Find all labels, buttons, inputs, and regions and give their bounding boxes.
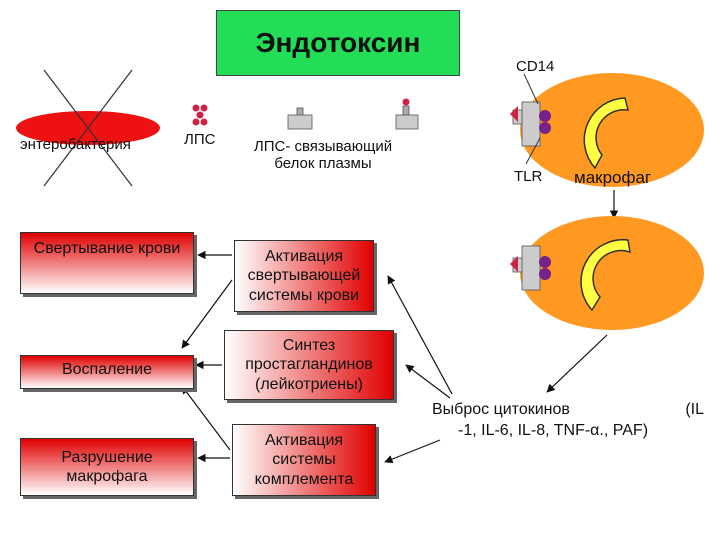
title: Эндотоксин [255, 27, 421, 58]
label-lps: ЛПС [184, 131, 216, 148]
effect-coagulation-text: Свертывание крови [33, 240, 181, 257]
cytokine-line1-right: (IL [685, 401, 704, 418]
cytokine-release-text: Выброс цитокинов (IL -1, IL-6, IL-8, TNF… [432, 400, 704, 442]
effect-destruction-line1: Разрушение [61, 448, 153, 466]
effect-destruction-line2: макрофага [66, 468, 148, 485]
mechanism-prostaglandin-synthesis: Синтез простагландинов (лейкотриены) [224, 330, 394, 400]
mechanism-complement-line3: комплемента [254, 470, 354, 488]
mechanism-complement-activation: Активация системы комплемента [232, 424, 376, 496]
mechanism-prostaglandin-line2: простагландинов [245, 356, 373, 374]
mechanism-coagulation-activation: Активация свертывающей системы крови [234, 240, 374, 312]
arrow-m3-inflammation [181, 385, 231, 451]
cd14-pointer [523, 73, 539, 105]
label-macrophage: макрофаг [574, 168, 652, 187]
mechanism-prostaglandin-line3: (лейкотриены) [255, 375, 363, 393]
label-cd14: CD14 [516, 58, 555, 75]
arrow-to-complement-activation [384, 439, 441, 464]
label-enterobacteria: энтеробактерия [20, 136, 131, 153]
mechanism-complement-line2: системы [272, 451, 336, 469]
mechanism-prostaglandin-line1: Синтез [282, 337, 336, 355]
arrow-cytokine-release [546, 334, 608, 393]
effect-destruction: Разрушение макрофага [20, 438, 194, 496]
label-lbp-line1: ЛПС- связывающий [253, 138, 393, 155]
arrow-to-coagulation-activation [387, 275, 453, 395]
macrophage-nucleus-1 [583, 97, 629, 170]
cytokine-line2: -1, IL-6, IL-8, TNF-α., PAF) [458, 421, 649, 439]
mechanism-coagulation-line2: свертывающей [247, 267, 361, 285]
cd14-tlr-receptor-2 [510, 245, 551, 291]
cross-line-2 [43, 69, 133, 187]
tlr-pointer [525, 137, 541, 165]
lbp-lps-complex-icon [395, 98, 419, 130]
macrophage-cell-1 [520, 73, 704, 187]
cytokine-line1: Выброс цитокинов (IL [432, 400, 704, 421]
effect-inflammation-text: Воспаление [61, 361, 153, 378]
lbp-protein-icon [287, 107, 313, 130]
cd14-tlr-receptor-1 [510, 101, 551, 147]
label-tlr: TLR [514, 168, 543, 185]
effect-inflammation: Воспаление [20, 355, 194, 389]
title-box: Эндотоксин [216, 10, 460, 76]
mechanism-complement-line1: Активация [264, 432, 344, 450]
mechanism-coagulation-line1: Активация [264, 248, 344, 266]
arrow-to-prostaglandin-synthesis [405, 364, 451, 399]
label-lbp: ЛПС- связывающий белок плазмы [238, 138, 408, 172]
label-lbp-line2: белок плазмы [274, 155, 372, 172]
arrow-m1-inflammation [181, 279, 233, 349]
cytokine-line1-left: Выброс цитокинов [432, 401, 570, 418]
macrophage-cell-2 [520, 216, 704, 330]
lps-icon [192, 104, 208, 126]
mechanism-coagulation-line3: системы крови [248, 286, 360, 304]
macrophage-nucleus-2 [580, 238, 631, 312]
effect-coagulation: Свертывание крови [20, 232, 194, 294]
